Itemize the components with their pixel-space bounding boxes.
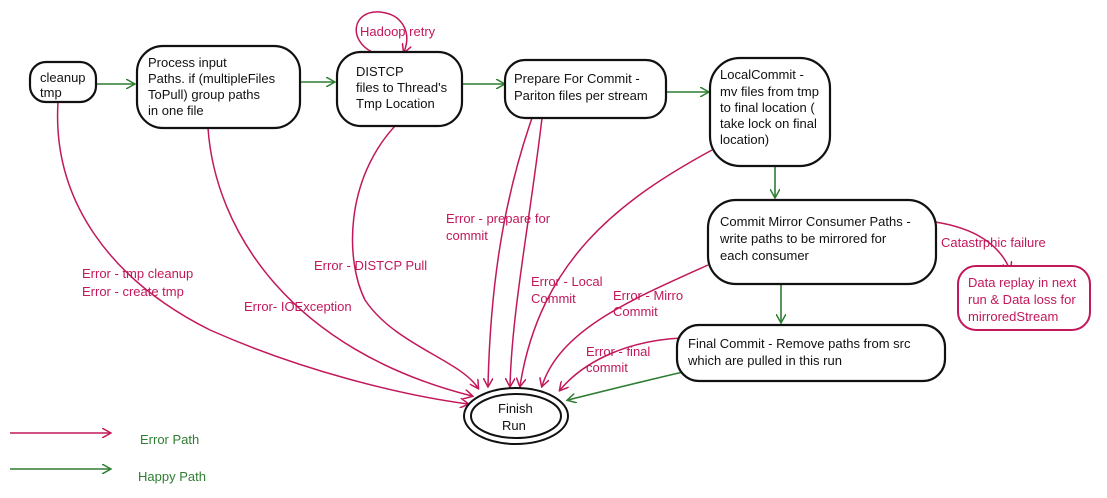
node-text: ToPull) group paths [148, 87, 261, 102]
error-path-final [560, 337, 684, 390]
svg-text:tmp: tmp [40, 85, 62, 100]
label-error-mirror-2: Commit [613, 304, 658, 319]
node-data-replay: Data replay in next run & Data loss for … [957, 265, 1091, 331]
node-text: each consumer [720, 248, 810, 263]
node-cleanup-tmp: cleanup tmp [28, 60, 98, 104]
legend-happy-path-label: Happy Path [138, 469, 206, 484]
happy-arrow-7 [568, 371, 684, 400]
label-error-tmp-cleanup: Error - tmp cleanup [82, 266, 193, 281]
node-text: to final location ( [720, 100, 815, 115]
node-text: which are pulled in this run [687, 353, 842, 368]
error-path-distcp [351, 125, 478, 388]
error-path-cleanup [56, 101, 468, 404]
node-text: location) [720, 132, 769, 147]
legend-error-path-label: Error Path [140, 432, 199, 447]
node-text: write paths to be mirrored for [719, 231, 887, 246]
node-text: Commit Mirror Consumer Paths - [720, 214, 911, 229]
node-text: files to Thread's [356, 80, 448, 95]
node-distcp: DISTCP files to Thread's Tmp Location [335, 50, 464, 128]
node-text: mv files from tmp [720, 84, 819, 99]
svg-text:cleanup: cleanup [40, 70, 86, 85]
node-text: Paths. if (multipleFiles [148, 71, 276, 86]
node-prepare-commit: Prepare For Commit - Pariton files per s… [503, 58, 668, 120]
error-path-local [520, 149, 713, 386]
node-text: cleanup [40, 70, 86, 85]
label-catastrophic-failure: Catastrphic failure [941, 235, 1046, 250]
node-text: Final Commit - Remove paths from src [688, 336, 911, 351]
label-error-local: Error - Local [531, 274, 603, 289]
node-text: take lock on final [720, 116, 817, 131]
node-finish-run: Finish Run [463, 387, 569, 445]
label-error-local-2: Commit [531, 291, 576, 306]
label-error-final: Error - final [586, 344, 650, 359]
node-text: run & Data loss for [968, 292, 1076, 307]
node-text: Tmp Location [356, 96, 435, 111]
label-hadoop-retry: Hadoop retry [360, 24, 436, 39]
error-path-catastrophic [934, 221, 1010, 270]
label-error-prepare: Error - prepare for [446, 211, 551, 226]
node-text: tmp [40, 85, 62, 100]
node-text: DISTCP [356, 64, 404, 79]
node-text: Finish [498, 401, 533, 416]
hadoop-retry-loop [355, 11, 406, 52]
label-error-ioexception: Error- IOException [244, 299, 352, 314]
node-text: Prepare For Commit - [514, 71, 640, 86]
node-commit-mirror: Commit Mirror Consumer Paths - write pat… [706, 198, 938, 286]
node-text: Run [502, 418, 526, 433]
error-path-prepare-2 [510, 117, 543, 386]
error-path-process [207, 127, 472, 396]
node-text: Pariton files per stream [514, 88, 648, 103]
node-text: in one file [148, 103, 204, 118]
label-error-prepare-2: commit [446, 228, 488, 243]
node-text: mirroredStream [968, 309, 1058, 324]
error-path-mirror [542, 264, 709, 386]
node-final-commit: Final Commit - Remove paths from src whi… [675, 323, 947, 383]
legend: Error Path Happy Path [10, 432, 206, 484]
label-error-distcp-pull: Error - DISTCP Pull [314, 258, 427, 273]
label-error-mirror: Error - Mirro [613, 288, 683, 303]
node-text: Data replay in next [968, 275, 1077, 290]
label-error-create-tmp: Error - create tmp [82, 284, 184, 299]
node-text: Process input [148, 55, 227, 70]
label-error-final-2: commit [586, 360, 628, 375]
node-text: LocalCommit - [720, 67, 804, 82]
error-path-prepare [488, 117, 533, 386]
node-local-commit: LocalCommit - mv files from tmp to final… [708, 56, 832, 168]
node-process-input: Process input Paths. if (multipleFiles T… [135, 44, 302, 130]
